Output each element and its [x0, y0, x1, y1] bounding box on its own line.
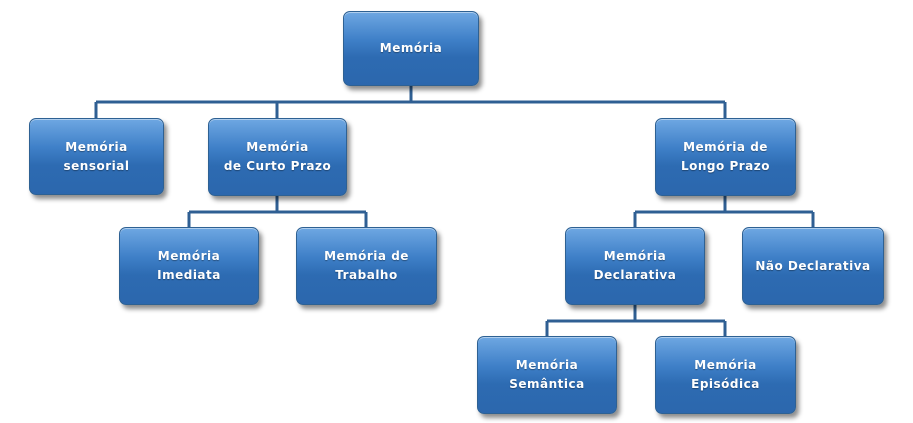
node-memoria-trabalho: Memória de Trabalho: [296, 227, 437, 305]
node-memoria-curto-prazo: Memória de Curto Prazo: [208, 118, 347, 196]
node-memoria-longo-prazo-line1: Memória de: [683, 140, 768, 154]
node-memoria-label: Memória: [379, 41, 443, 55]
node-memoria-semantica: Memória Semântica: [477, 336, 617, 414]
node-memoria-trabalho-line2: Trabalho: [335, 268, 398, 282]
node-memoria-curto-prazo-line1: Memória: [246, 140, 309, 154]
node-memoria-semantica-line2: Semântica: [509, 377, 585, 391]
node-memoria-curto-prazo-line2: de Curto Prazo: [223, 159, 332, 173]
node-memoria-episodica-line2: Episódica: [691, 377, 760, 391]
node-memoria-imediata-line2: Imediata: [157, 268, 221, 282]
node-memoria-sensorial: Memória sensorial: [29, 118, 164, 195]
node-memoria-sensorial-line2: sensorial: [63, 158, 130, 173]
node-memoria-semantica-line1: Memória: [515, 358, 579, 372]
node-memoria-longo-prazo-line2: Longo Prazo: [681, 159, 770, 173]
node-memoria-declarativa: Memória Declarativa: [565, 227, 705, 305]
node-memoria-declarativa-line2: Declarativa: [593, 268, 677, 282]
node-memoria-episodica-line1: Memória: [694, 358, 757, 372]
node-nao-declarativa-label: Não Declarativa: [755, 258, 871, 273]
node-memoria-imediata-line1: Memória: [157, 249, 221, 263]
node-memoria-declarativa-line1: Memória: [603, 249, 667, 263]
node-memoria-episodica: Memória Episódica: [655, 336, 796, 414]
node-nao-declarativa: Não Declarativa: [742, 227, 884, 305]
node-memoria-trabalho-line1: Memória de: [324, 249, 409, 263]
node-memoria-sensorial-line1: Memória: [65, 139, 128, 154]
node-memoria: Memória: [343, 11, 479, 86]
node-memoria-longo-prazo: Memória de Longo Prazo: [655, 118, 796, 196]
node-memoria-imediata: Memória Imediata: [119, 227, 259, 305]
